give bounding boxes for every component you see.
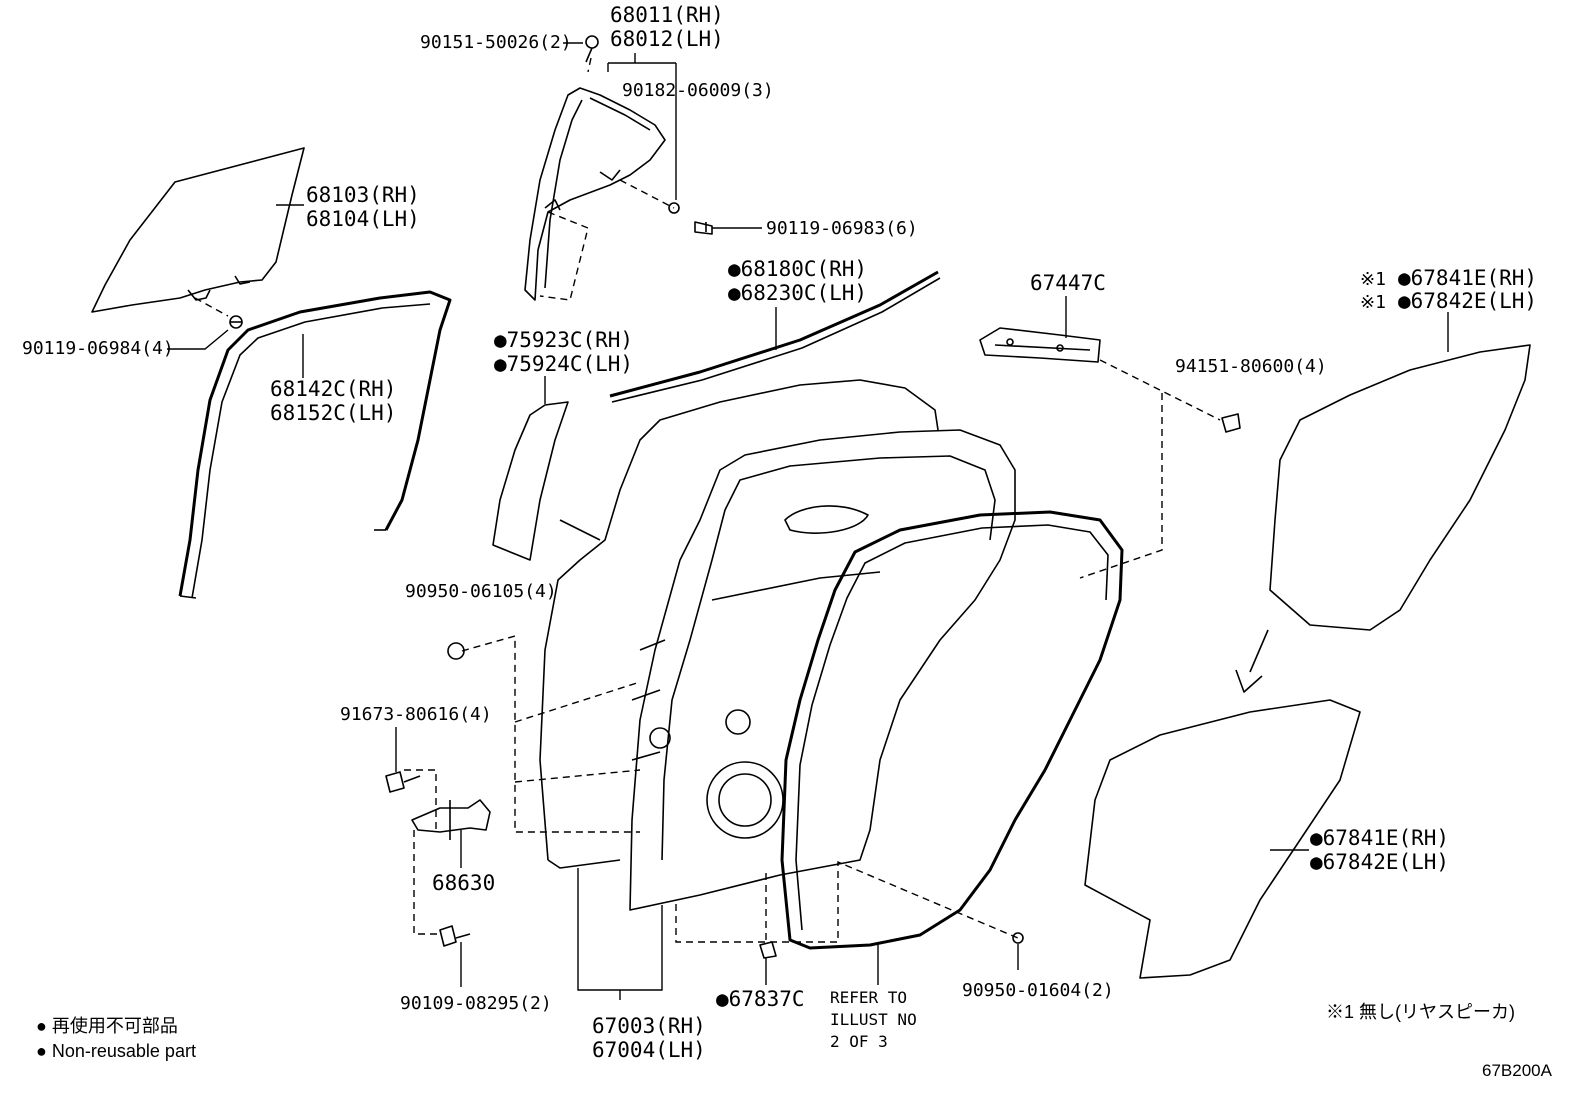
label-checker-bolt: 91673-80616(4) — [340, 704, 492, 725]
label-checker-screw: 90109-08295(2) — [400, 993, 552, 1014]
arrow-drawing — [1235, 629, 1269, 693]
label-run-channel-lh: 68152C(LH) — [270, 401, 396, 425]
label-hole-plug: ●67837C — [716, 987, 805, 1011]
service-cover-bottom-drawing — [1084, 699, 1361, 979]
label-pillar-garnish-lh: ●75924C(LH) — [494, 352, 633, 376]
label-front-frame-rh: 68011(RH) — [610, 3, 724, 27]
label-screw-top: 90151-50026(2) — [420, 32, 572, 53]
label-belt-moulding-rh: ●68180C(RH) — [728, 257, 867, 281]
label-glass-lh: 68104(LH) — [306, 207, 420, 231]
legend-jp: ● 再使用不可部品 — [36, 1016, 178, 1036]
label-glass-rh: 68103(RH) — [306, 183, 420, 207]
service-cover-top-drawing — [1269, 344, 1531, 631]
door-outer-skin-drawing — [539, 379, 939, 869]
run-channel-drawing — [178, 290, 452, 599]
leader-lines — [167, 42, 1449, 1000]
label-refer-line2: ILLUST NO — [830, 1010, 917, 1029]
label-cover-top-mark-lh: ※1 — [1360, 292, 1386, 313]
legend-en: ● Non-reusable part — [36, 1041, 196, 1061]
door-glass-drawing — [91, 147, 305, 329]
label-belt-moulding-lh: ●68230C(LH) — [728, 281, 867, 305]
checker-drawing — [385, 642, 1024, 959]
label-hinge-nut: 94151-80600(4) — [1175, 356, 1327, 377]
label-glass-bolt: 90119-06984(4) — [22, 338, 174, 359]
label-cover-bottom-lh: ●67842E(LH) — [1310, 850, 1449, 874]
part-labels: 68011(RH) 68012(LH) 90151-50026(2) 90182… — [22, 3, 1537, 1062]
diagram-code: 67B200A — [1482, 1061, 1553, 1080]
label-bolt-frame: 90119-06983(6) — [766, 218, 918, 239]
label-checker: 68630 — [432, 871, 495, 895]
label-door-panel-rh: 67003(RH) — [592, 1014, 706, 1038]
hinge-plate-drawing — [979, 327, 1241, 433]
label-pillar-garnish-rh: ●75923C(RH) — [494, 328, 633, 352]
label-cover-top-lh: ●67842E(LH) — [1398, 289, 1537, 313]
label-hinge-plate: 67447C — [1030, 271, 1106, 295]
label-clip-bottom: 90950-01604(2) — [962, 980, 1114, 1001]
pillar-garnish-drawing — [492, 401, 569, 561]
label-refer-line3: 2 OF 3 — [830, 1032, 888, 1051]
front-frame-drawing — [524, 35, 713, 301]
label-run-channel-rh: 68142C(RH) — [270, 377, 396, 401]
label-cover-top-rh: ●67841E(RH) — [1398, 266, 1537, 290]
label-front-frame-lh: 68012(LH) — [610, 27, 724, 51]
dashed-lines — [194, 57, 1221, 943]
label-clip-left: 90950-06105(4) — [405, 581, 557, 602]
label-refer-line1: REFER TO — [830, 988, 907, 1007]
label-nut-frame: 90182-06009(3) — [622, 80, 774, 101]
weatherstrip-drawing — [780, 510, 1124, 950]
label-door-panel-lh: 67004(LH) — [592, 1038, 706, 1062]
legend-note: ※1 無し(リヤスピーカ) — [1326, 1002, 1515, 1022]
belt-moulding-drawing — [609, 270, 941, 403]
label-cover-top-mark-rh: ※1 — [1360, 269, 1386, 290]
legend: ● 再使用不可部品 ● Non-reusable part ※1 無し(リヤスピ… — [36, 1002, 1553, 1080]
label-cover-bottom-rh: ●67841E(RH) — [1310, 826, 1449, 850]
